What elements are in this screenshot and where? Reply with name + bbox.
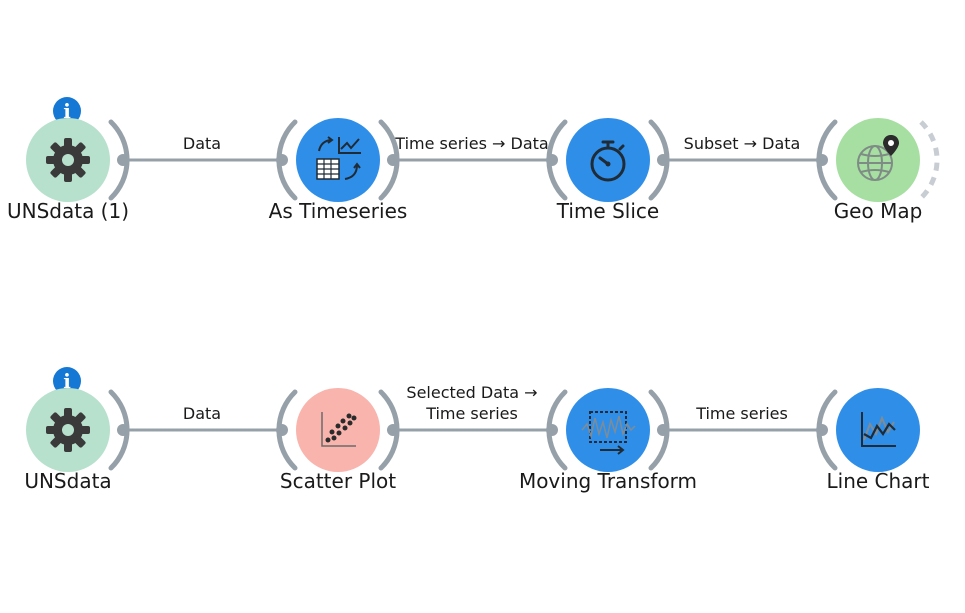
node-as-timeseries[interactable]: As Timeseries [263, 85, 413, 235]
node-label[interactable]: Scatter Plot [279, 469, 397, 493]
node-unsdata-1[interactable]: i UNSdata (1) [0, 85, 143, 235]
scatter-icon [321, 412, 357, 447]
gear-icon [46, 138, 90, 182]
widget-circle[interactable] [836, 118, 920, 202]
node-label[interactable]: Geo Map [833, 199, 923, 223]
node-unsdata[interactable]: i UNSdata [0, 355, 143, 505]
node-label[interactable]: Line Chart [826, 469, 930, 493]
port-arcs[interactable] [263, 355, 413, 505]
link-label-row1-1: Data [182, 134, 222, 153]
widget-circle[interactable] [26, 118, 110, 202]
widget-circle[interactable] [26, 388, 110, 472]
stopwatch-icon [590, 140, 626, 182]
link-label-row2-2-line2: Time series [426, 404, 518, 423]
widget-circle[interactable] [566, 388, 650, 472]
port-arcs[interactable] [533, 355, 683, 505]
widget-circle[interactable] [566, 118, 650, 202]
node-time-slice[interactable]: Time Slice [533, 85, 683, 235]
widget-circle[interactable] [296, 388, 380, 472]
input-port-arc[interactable] [803, 355, 953, 505]
link-label-row2-1: Data [182, 404, 222, 423]
output-port-arc[interactable] [0, 355, 143, 505]
node-scatter-plot[interactable]: Scatter Plot [263, 355, 413, 505]
link-label-row1-3: Subset → Data [683, 134, 801, 153]
table-to-chart-icon [316, 136, 361, 180]
link-label-row2-3: Time series [696, 404, 788, 423]
node-label[interactable]: UNSdata [24, 469, 112, 493]
node-geo-map[interactable]: Geo Map [803, 85, 953, 235]
globe-pin-icon [857, 135, 899, 181]
widget-circle[interactable] [296, 118, 380, 202]
line-chart-icon [861, 412, 896, 447]
link-label-row2-2-line1: Selected Data → [406, 383, 538, 402]
node-label[interactable]: Time Slice [556, 199, 660, 223]
gear-icon [46, 408, 90, 452]
widget-circle[interactable] [836, 388, 920, 472]
link-label-row1-2: Time series → Data [395, 134, 549, 153]
node-label[interactable]: Moving Transform [518, 469, 698, 493]
node-moving-transform[interactable]: Moving Transform [519, 355, 697, 505]
port-arcs[interactable] [533, 85, 683, 235]
port-arcs[interactable] [803, 85, 953, 235]
node-label[interactable]: UNSdata (1) [6, 199, 130, 223]
port-arcs[interactable] [263, 85, 413, 235]
node-line-chart[interactable]: Line Chart [803, 355, 953, 505]
output-port-arc[interactable] [0, 85, 143, 235]
node-label[interactable]: As Timeseries [268, 199, 408, 223]
moving-window-icon [581, 411, 636, 455]
